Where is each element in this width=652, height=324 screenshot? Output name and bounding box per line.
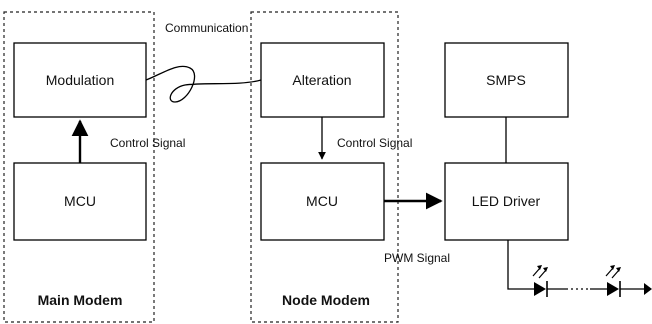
main-modem-group: [3, 11, 155, 323]
led-string-wire: [507, 240, 534, 290]
main-control-signal-label: Control Signal: [110, 136, 185, 150]
node-control-signal-label: Control Signal: [337, 136, 412, 150]
main-modem-title: Main Modem: [38, 292, 123, 308]
alteration-box: [260, 42, 385, 118]
node-modem-title: Node Modem: [282, 292, 370, 308]
modulation-label: Modulation: [46, 72, 115, 88]
pwm-signal-label: PWM Signal: [384, 251, 450, 265]
led-2-icon: [605, 265, 621, 297]
led-driver-label: LED Driver: [472, 193, 541, 209]
smps-box: [444, 42, 569, 118]
smps-label: SMPS: [486, 72, 526, 88]
led-3-icon: [644, 283, 652, 295]
node-modem-group: [250, 11, 399, 323]
node-mcu-box: [260, 162, 385, 241]
node-mcu-label: MCU: [306, 193, 338, 209]
communication-label: Communication: [165, 21, 248, 35]
modulation-box: [13, 42, 147, 118]
alteration-label: Alteration: [292, 72, 351, 88]
communication-link: [145, 65, 262, 103]
led-driver-box: [444, 162, 569, 241]
main-mcu-box: [13, 162, 147, 241]
led-1-icon: [532, 265, 548, 297]
main-mcu-label: MCU: [64, 193, 96, 209]
